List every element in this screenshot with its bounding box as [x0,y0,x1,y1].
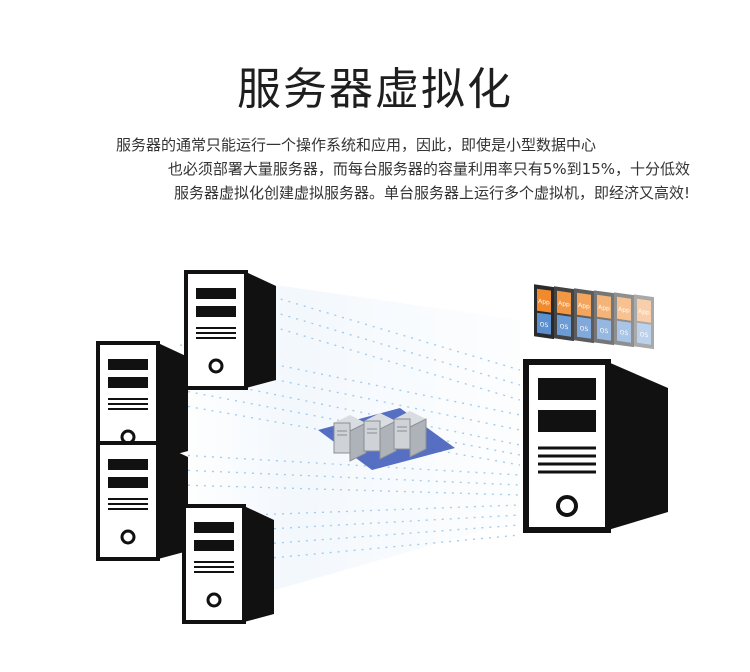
app-label: App [538,298,550,307]
os-block [577,316,591,339]
app-label: App [618,306,630,315]
os-label: OS [600,327,609,335]
physical-server-icon [96,441,190,561]
os-block [557,314,571,337]
app-block [617,296,631,321]
app-block [597,294,611,319]
os-block [617,320,631,343]
os-block [597,318,611,341]
virtualization-platform [318,408,455,470]
os-label: OS [640,331,649,339]
description-line: 服务器的通常只能运行一个操作系统和应用，因此，即使是小型数据中心 [116,136,597,154]
description-line: 也必须部署大量服务器，而每台服务器的容量利用率只有5%到15%，十分低效 [167,160,690,178]
description-line: 服务器虚拟化创建虚拟服务器。单台服务器上运行多个虚拟机，即经济又高效! [173,184,690,202]
os-label: OS [540,321,549,329]
app-label: App [598,304,610,313]
app-block [637,298,651,323]
os-block [537,312,551,335]
os-block [637,322,651,345]
app-block [577,292,591,317]
os-label: OS [580,325,589,333]
physical-server-icon [182,504,276,624]
app-label: App [558,300,570,309]
app-block [537,288,551,313]
os-label: OS [620,329,629,337]
app-label: App [638,308,650,317]
description-paragraph: 服务器的通常只能运行一个操作系统和应用，因此，即使是小型数据中心 也必须部署大量… [60,133,690,205]
app-block [557,290,571,315]
app-label: App [578,302,590,311]
os-label: OS [560,323,569,331]
consolidated-server-icon [523,359,668,533]
physical-server-icon [184,270,278,390]
page-title: 服务器虚拟化 [237,64,513,115]
